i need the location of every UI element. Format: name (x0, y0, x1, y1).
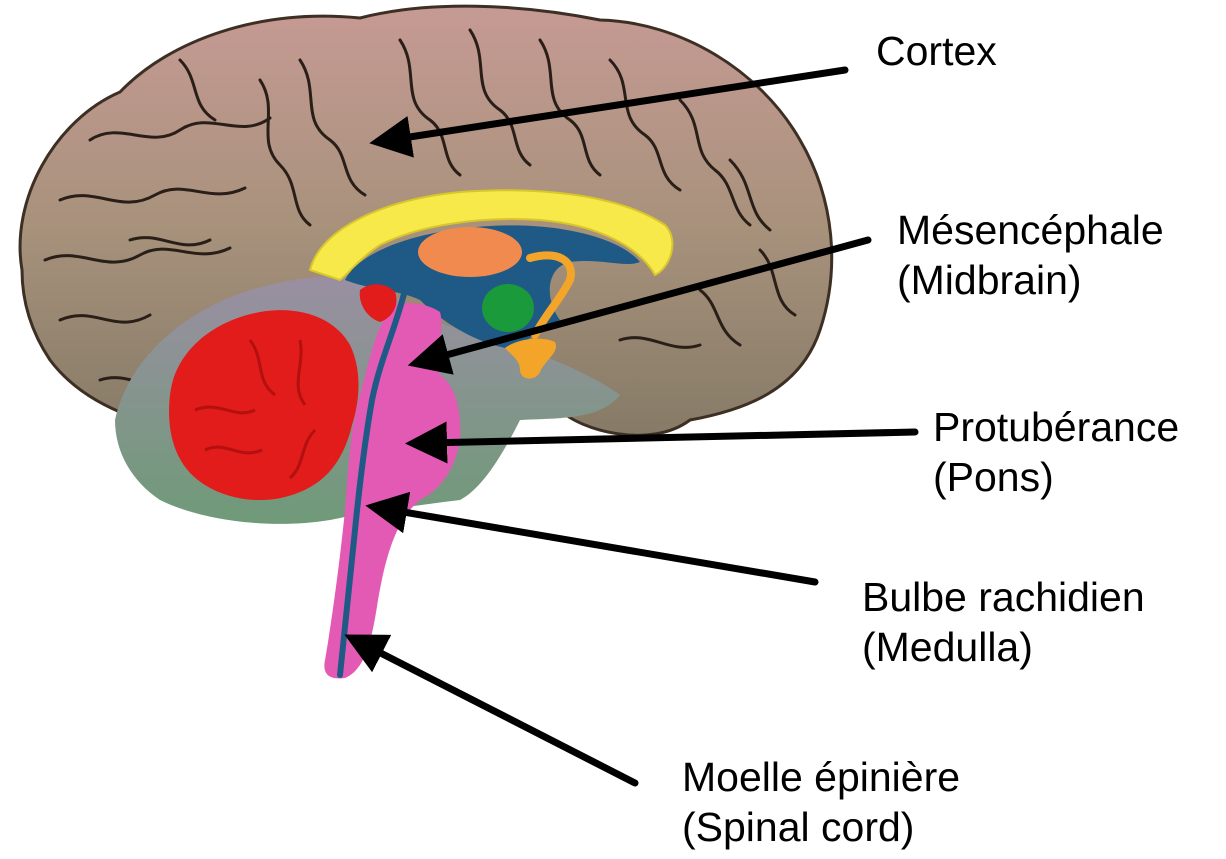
label-midbrain-french: Mésencéphale (897, 205, 1164, 255)
hypothalamus (482, 284, 534, 332)
label-medulla-english: (Medulla) (862, 622, 1145, 672)
label-medulla: Bulbe rachidien (Medulla) (862, 572, 1145, 672)
label-cortex-text: Cortex (876, 26, 997, 76)
label-cortex: Cortex (876, 26, 997, 76)
arrow-medulla (386, 509, 815, 582)
label-pons-french: Protubérance (933, 402, 1179, 452)
label-medulla-french: Bulbe rachidien (862, 572, 1145, 622)
label-spinal-cord-english: (Spinal cord) (682, 802, 960, 852)
label-spinal-cord: Moelle épinière (Spinal cord) (682, 752, 960, 852)
label-spinal-cord-french: Moelle épinière (682, 752, 960, 802)
label-pons-english: (Pons) (933, 452, 1179, 502)
label-midbrain-english: (Midbrain) (897, 255, 1164, 305)
label-pons: Protubérance (Pons) (933, 402, 1179, 502)
thalamus (418, 227, 522, 277)
label-midbrain: Mésencéphale (Midbrain) (897, 205, 1164, 305)
arrow-spinal-cord (363, 644, 635, 783)
